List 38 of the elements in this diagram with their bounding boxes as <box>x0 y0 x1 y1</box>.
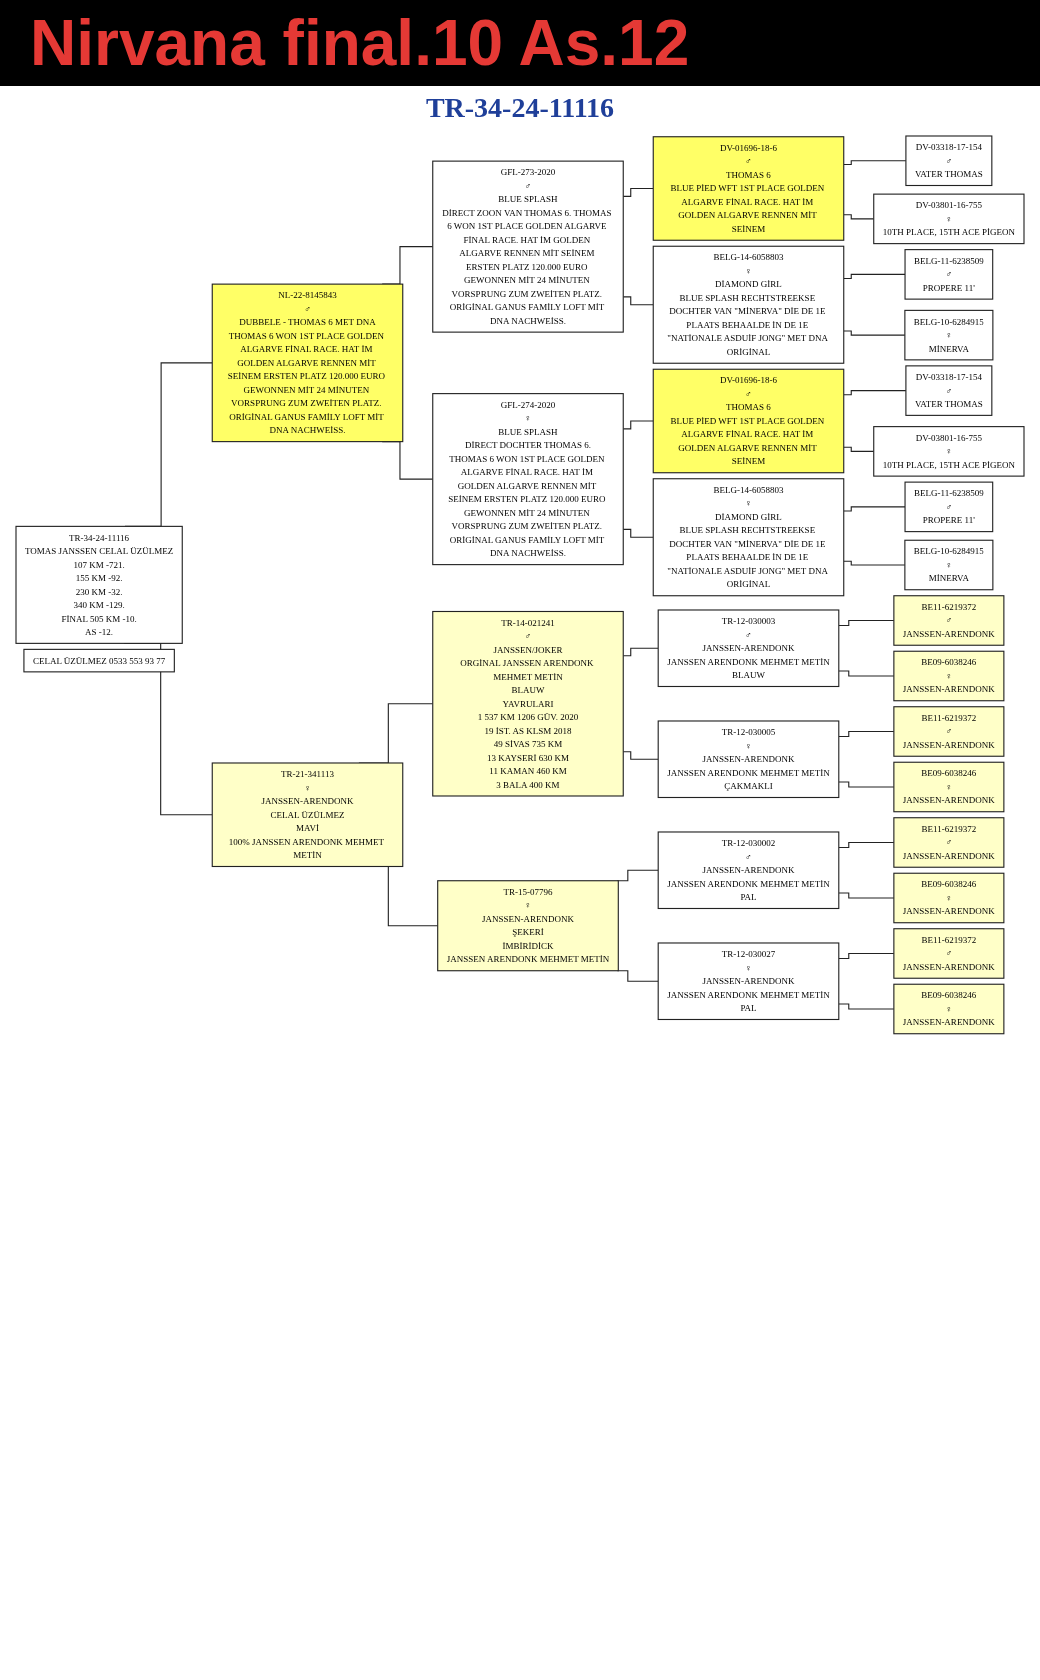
node-box: DV-03318-17-154 ♂ VATER THOMAS <box>905 135 993 187</box>
node-box: GFL-273-2020 ♂ BLUE SPLASH DİRECT ZOON VAN THOMAS 6. THOMAS 6 WON 1ST PLACE GOLDEN ALGARVE FİNAL RACE. HAT İM GOLDEN ALGARVE RENNEN MİT SEİNEM ERSTEN PLATZ 120.000 EURO GEWONNEN MİT 24 MİNUTEN VORSPRUNG ZUM ZWEİTEN PLATZ. ORİGİNAL GANUS FAMİLY LOFT MİT DNA NACHWEİSS. <box>432 160 624 333</box>
node-box: TR-14-021241 ♂ JANSSEN/JOKER ORGİNAL JANSSEN ARENDONK MEHMET METİN BLAUW YAVRULARI 1 537 KM 1206 GÜV. 2020 19 İST. AS KLSM 2018 49 SİVAS 735 KM 13 KAYSERİ 630 KM 11 KAMAN 460 KM 3 BALA 400 KM <box>432 610 624 797</box>
node-box: TR-12-030003 ♂ JANSSEN-ARENDONK JANSSEN ARENDONK MEHMET METİN BLAUW <box>657 609 840 688</box>
node-box: DV-01696-18-6 ♂ THOMAS 6 BLUE PİED WFT 1ST PLACE GOLDEN ALGARVE FİNAL RACE. HAT İM GOLDEN ALGARVE RENNEN MİT SEİNEM <box>652 136 845 241</box>
node-box: DV-03318-17-154 ♂ VATER THOMAS <box>905 365 993 416</box>
node-box: BELG-14-6058803 ♀ DİAMOND GİRL BLUE SPLASH RECHTSTREEKSE DOCHTER VAN "MİNERVA" DİE DE 1E PLAATS BEHAALDE İN DE 1E "NATİONALE ASDUİF JONG" MET DNA ORİGİNAL <box>652 245 845 364</box>
title: Nirvana final.10 As.12 <box>0 0 1040 86</box>
node-box: BELG-10-6284915 ♀ MİNERVA <box>904 539 994 591</box>
node-box: BELG-11-6238509 ♂ PROPERE 11' <box>904 249 994 300</box>
node-box: BE11-6219372 ♂ JANSSEN-ARENDONK <box>893 706 1005 757</box>
connector <box>843 506 906 512</box>
node-box: BE09-6038246 ♀ JANSSEN-ARENDONK <box>893 872 1005 924</box>
node-box: BE09-6038246 ♀ JANSSEN-ARENDONK <box>893 983 1005 1035</box>
node-box: TR-15-07796 ♀ JANSSEN-ARENDONK ŞEKERİ İMBİRİDİCK JANSSEN ARENDONK MEHMET METİN <box>437 880 619 972</box>
node-box: TR-34-24-11116 TOMAS JANSSEN CELAL ÜZÜLMEZ 107 KM -721. 155 KM -92. 230 KM -32. 340 KM -129. FİNAL 505 KM -10. AS -12. <box>15 525 183 644</box>
node-box: DV-03801-16-755 ♀ 10TH PLACE, 15TH ACE PİGEON <box>873 426 1025 477</box>
node-box: DV-01696-18-6 ♂ THOMAS 6 BLUE PİED WFT 1ST PLACE GOLDEN ALGARVE FİNAL RACE. HAT İM GOLDEN ALGARVE RENNEN MİT SEİNEM <box>652 368 845 474</box>
node-box: BE09-6038246 ♀ JANSSEN-ARENDONK <box>893 650 1005 702</box>
node-box: BE11-6219372 ♂ JANSSEN-ARENDONK <box>893 817 1005 868</box>
node-box: BELG-11-6238509 ♂ PROPERE 11' <box>904 481 994 533</box>
heading-label: TR-34-24-11116 <box>424 92 616 124</box>
node-box: TR-12-030027 ♀ JANSSEN-ARENDONK JANSSEN ARENDONK MEHMET METİN PAL <box>657 942 840 1021</box>
connector <box>616 970 659 982</box>
node-box: TR-21-341113 ♀ JANSSEN-ARENDONK CELAL ÜZÜLMEZ MAVİ 100% JANSSEN ARENDONK MEHMET METİN <box>211 762 404 868</box>
connector <box>616 869 659 882</box>
node-box: NL-22-8145843 ♂ DUBBELE - THOMAS 6 MET DNA THOMAS 6 WON 1ST PLACE GOLDEN ALGARVE FİNAL RACE. HAT İM GOLDEN ALGARVE RENNEN MİT SEİNEM ERSTEN PLATZ 120.000 EURO GEWONNEN MİT 24 MİNUTEN VORSPRUNG ZUM ZWEİTEN PLATZ. ORİGİNAL GANUS FAMİLY LOFT MİT DNA NACHWEİSS. <box>211 283 404 443</box>
node-box: BE09-6038246 ♀ JANSSEN-ARENDONK <box>893 761 1005 813</box>
node-box: BE11-6219372 ♂ JANSSEN-ARENDONK <box>893 928 1005 979</box>
node-box: BELG-10-6284915 ♀ MİNERVA <box>904 309 994 361</box>
connector <box>843 273 906 280</box>
node-box: GFL-274-2020 ♀ BLUE SPLASH DİRECT DOCHTER THOMAS 6. THOMAS 6 WON 1ST PLACE GOLDEN ALGARVE FİNAL RACE. HAT İM GOLDEN ALGARVE RENNEN MİT SEİNEM ERSTEN PLATZ 120.000 EURO GEWONNEN MİT 24 MİNUTEN VORSPRUNG ZUM ZWEİTEN PLATZ. ORİGİNAL GANUS FAMİLY LOFT MİT DNA NACHWEİSS. <box>432 393 624 566</box>
node-box: BELG-14-6058803 ♀ DİAMOND GİRL BLUE SPLASH RECHTSTREEKSE DOCHTER VAN "MİNERVA" DİE DE 1E PLAATS BEHAALDE İN DE 1E "NATİONALE ASDUİF JONG" MET DNA ORİGİNAL <box>652 478 845 597</box>
node-box: BE11-6219372 ♂ JANSSEN-ARENDONK <box>893 595 1005 646</box>
node-box: TR-12-030002 ♂ JANSSEN-ARENDONK JANSSEN ARENDONK MEHMET METİN PAL <box>657 831 840 910</box>
node-box: TR-12-030005 ♀ JANSSEN-ARENDONK JANSSEN ARENDONK MEHMET METİN ÇAKMAKLI <box>657 720 840 799</box>
node-box: DV-03801-16-755 ♀ 10TH PLACE, 15TH ACE PİGEON <box>873 193 1025 245</box>
node-box: CELAL ÜZÜLMEZ 0533 553 93 77 <box>23 648 175 673</box>
